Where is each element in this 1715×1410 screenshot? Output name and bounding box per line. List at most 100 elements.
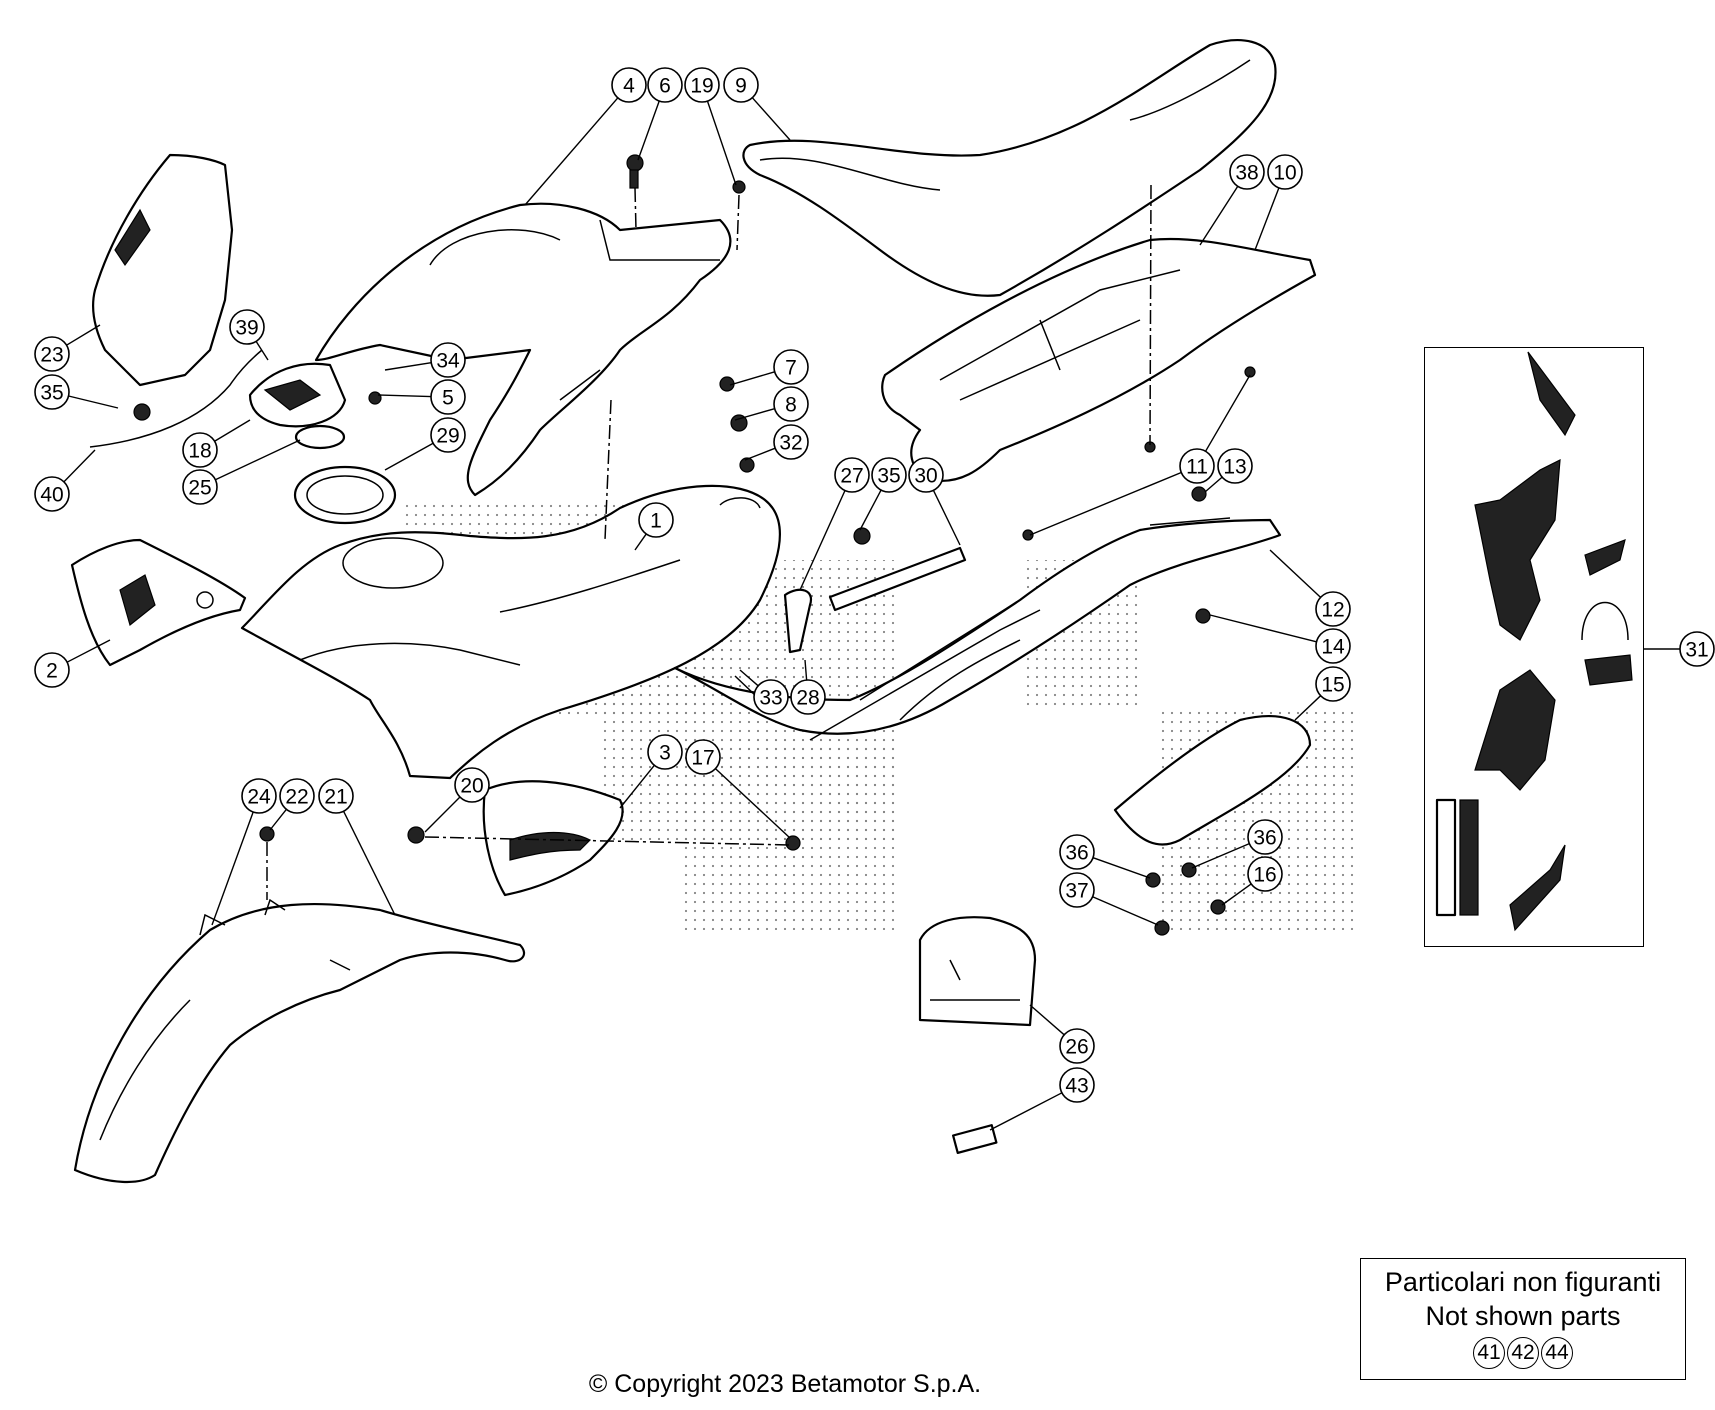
part-callout-28: 28 xyxy=(790,679,826,715)
callout-circle xyxy=(834,457,870,493)
callout-labels: 1234567891011121314151617181920212223242… xyxy=(34,67,1715,1103)
callout-circle xyxy=(1179,448,1215,484)
leader-lines xyxy=(63,97,1680,1131)
leader-line xyxy=(1204,476,1223,493)
callout-circle xyxy=(871,457,907,493)
callout-number: 19 xyxy=(690,75,713,98)
callout-circle xyxy=(684,67,720,103)
callout-circle xyxy=(279,778,315,814)
callout-number: 25 xyxy=(188,477,211,500)
callout-circle xyxy=(1059,1028,1095,1064)
leader-line xyxy=(66,639,111,663)
part-callout-36: 36 xyxy=(1247,819,1283,855)
leader-line xyxy=(1029,1004,1065,1036)
callout-number: 29 xyxy=(436,425,459,448)
callout-number: 35 xyxy=(40,382,63,405)
callout-number: 3 xyxy=(659,742,671,765)
callout-circle xyxy=(647,67,683,103)
mudflap xyxy=(1113,715,1312,846)
part-callout-17: 17 xyxy=(685,739,721,775)
callout-number: 16 xyxy=(1253,864,1276,887)
callout-number: 43 xyxy=(1065,1075,1088,1098)
callout-number: 14 xyxy=(1321,636,1345,659)
callout-number: 12 xyxy=(1321,599,1344,622)
callout-number: 37 xyxy=(1065,880,1088,903)
part-callout-2: 2 xyxy=(34,652,70,688)
callout-number: 28 xyxy=(796,687,819,710)
callout-number: 22 xyxy=(285,786,308,809)
callout-number: 5 xyxy=(442,387,454,410)
rear-subframe-tray xyxy=(881,237,1317,483)
callout-circle xyxy=(638,502,674,538)
callout-circle xyxy=(430,417,466,453)
part-callout-36: 36 xyxy=(1059,834,1095,870)
leader-line xyxy=(1092,896,1159,926)
leader-line xyxy=(1269,549,1322,598)
part-callout-43: 43 xyxy=(1059,1067,1095,1103)
part-callout-31: 31 xyxy=(1679,631,1715,667)
part-callout-38: 38 xyxy=(1229,154,1265,190)
callout-circle xyxy=(1247,856,1283,892)
leader-line xyxy=(1254,187,1280,251)
leader-line xyxy=(255,340,269,361)
callout-number: 11 xyxy=(1186,456,1208,479)
callout-number: 17 xyxy=(691,747,714,770)
leader-line xyxy=(637,100,660,161)
part-callout-27: 27 xyxy=(834,457,870,493)
leader-line xyxy=(215,439,301,481)
leader-line xyxy=(634,533,647,551)
callout-number: 9 xyxy=(735,75,747,98)
callout-circle xyxy=(182,432,218,468)
leader-line xyxy=(1029,471,1182,536)
part-callout-7: 7 xyxy=(773,349,809,385)
callout-circle xyxy=(1315,591,1351,627)
leader-line xyxy=(424,796,461,833)
callout-circle xyxy=(1315,628,1351,664)
callout-number: 33 xyxy=(759,687,782,710)
part-callout-3: 3 xyxy=(647,734,683,770)
part-callout-16: 16 xyxy=(1247,856,1283,892)
part-callout-18: 18 xyxy=(182,432,218,468)
callout-circle xyxy=(34,476,70,512)
leader-line xyxy=(859,489,882,531)
part-callout-5: 5 xyxy=(430,379,466,415)
fasteners xyxy=(133,154,1256,936)
headlight-mask xyxy=(91,153,234,387)
callout-number: 27 xyxy=(840,465,863,488)
leader-line xyxy=(524,97,619,206)
leader-line xyxy=(1294,695,1322,721)
copyright-notice: © Copyright 2023 Betamotor S.p.A. xyxy=(588,1370,982,1398)
decal-kit-frame xyxy=(1424,347,1644,947)
legend-title-it: Particolari non figuranti xyxy=(1384,1267,1662,1297)
callout-number: 15 xyxy=(1321,674,1344,697)
leader-line xyxy=(342,810,396,916)
tool-pouch xyxy=(918,916,1037,1027)
callout-number: 30 xyxy=(914,465,937,488)
part-callout-12: 12 xyxy=(1315,591,1351,627)
legend-number: 44 xyxy=(1541,1337,1573,1369)
legend-number: 41 xyxy=(1473,1337,1505,1369)
callout-circle xyxy=(1059,1067,1095,1103)
part-callout-19: 19 xyxy=(684,67,720,103)
callout-number: 2 xyxy=(46,660,58,683)
part-callout-32: 32 xyxy=(773,424,809,460)
callout-number: 1 xyxy=(650,510,662,533)
decal-sheet xyxy=(1435,351,1633,932)
leader-line xyxy=(734,407,775,421)
leader-line xyxy=(619,764,655,809)
callout-circle xyxy=(430,379,466,415)
callout-circle xyxy=(1059,872,1095,908)
callout-circle xyxy=(1247,819,1283,855)
callout-circle xyxy=(753,679,789,715)
callout-circle xyxy=(182,469,218,505)
callout-number: 35 xyxy=(877,465,900,488)
leader-line xyxy=(384,361,432,371)
not-shown-parts-legend: Particolari non figuranti Not shown part… xyxy=(1360,1258,1686,1380)
front-fender xyxy=(73,898,526,1183)
callout-number: 26 xyxy=(1065,1036,1088,1059)
part-callout-20: 20 xyxy=(454,767,490,803)
leader-line xyxy=(739,669,759,687)
part-callout-24: 24 xyxy=(241,778,277,814)
small-label xyxy=(951,1124,998,1155)
